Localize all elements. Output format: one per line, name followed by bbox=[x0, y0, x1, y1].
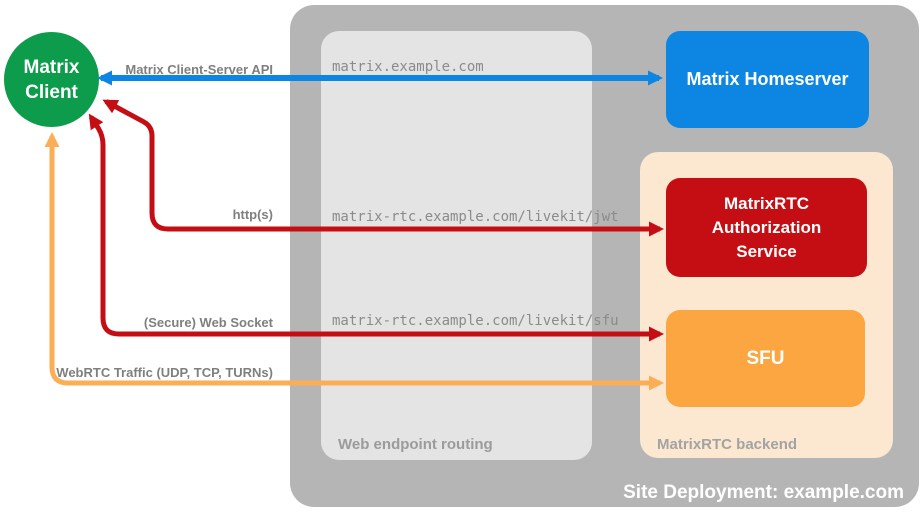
node-sfu: SFU bbox=[666, 310, 865, 407]
web-endpoint-routing-label: Web endpoint routing bbox=[338, 436, 493, 453]
node-matrix-client-label-line2: Client bbox=[25, 81, 78, 103]
web-endpoint-routing-box bbox=[321, 31, 592, 460]
endpoint-livekit-sfu: matrix-rtc.example.com/livekit/sfu bbox=[332, 313, 619, 329]
endpoint-livekit-jwt: matrix-rtc.example.com/livekit/jwt bbox=[332, 209, 619, 225]
node-matrix-client: Matrix Client bbox=[4, 32, 99, 127]
endpoint-matrix-example-com: matrix.example.com bbox=[332, 59, 484, 75]
node-matrix-homeserver: Matrix Homeserver bbox=[666, 31, 869, 128]
node-matrixrtc-authorization-service-label: MatrixRTC Authorization Service bbox=[711, 193, 822, 261]
matrixrtc-backend-label: MatrixRTC backend bbox=[657, 436, 798, 453]
label-webrtc-traffic: WebRTC Traffic (UDP, TCP, TURNs) bbox=[56, 365, 273, 380]
label-https: http(s) bbox=[232, 207, 273, 222]
node-matrixrtc-authorization-service: MatrixRTC Authorization Service bbox=[666, 178, 867, 277]
node-matrix-homeserver-label: Matrix Homeserver bbox=[686, 69, 849, 89]
node-matrix-client-label-line1: Matrix bbox=[23, 56, 80, 78]
site-deployment-label: Site Deployment: example.com bbox=[623, 482, 904, 503]
label-secure-web-socket: (Secure) Web Socket bbox=[143, 315, 273, 330]
node-sfu-label: SFU bbox=[746, 347, 785, 369]
